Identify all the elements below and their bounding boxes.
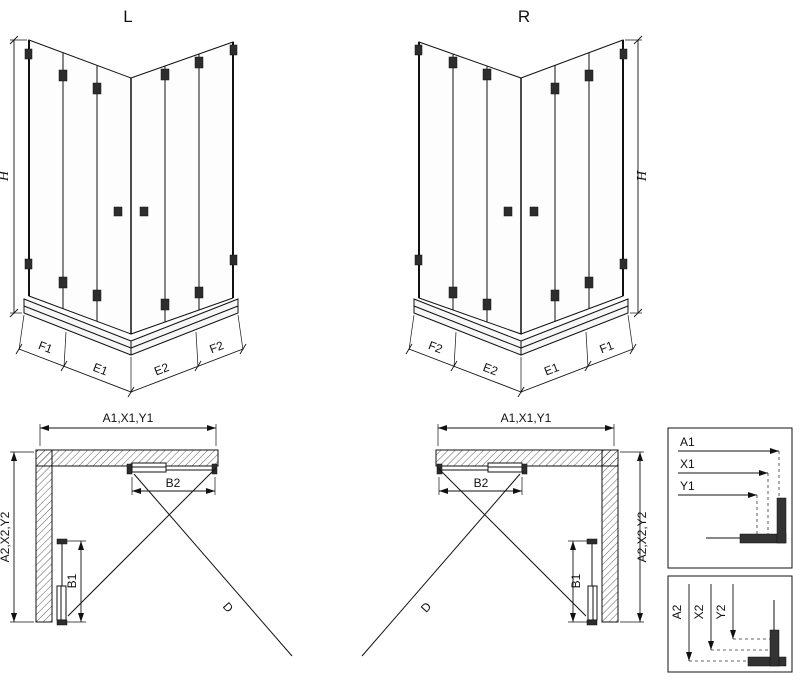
dim-label-B1: B1: [569, 573, 583, 588]
wall-left: [35, 449, 53, 623]
folding-door-side: [56, 538, 68, 626]
inset-border: [667, 427, 793, 569]
dim-label-F2: F2: [208, 338, 226, 356]
dim-label-B2: B2: [166, 476, 181, 490]
shower-tray: [413, 298, 629, 356]
hinges-and-hardware: [414, 44, 628, 311]
door-handle-icon: [503, 206, 513, 217]
wall-right: [601, 449, 619, 623]
dimension-door-side: B1: [65, 540, 86, 623]
hinges-and-hardware: [24, 44, 238, 311]
plan-view-left: A1,X1,Y1 B2 B1: [0, 411, 293, 657]
dim-label-D: D: [220, 599, 236, 615]
inset-label-Y2: Y2: [714, 604, 728, 619]
wall-top: [35, 449, 219, 467]
inset-dim-vertical: A2 X2 Y2: [667, 575, 793, 673]
dim-label-B2: B2: [474, 476, 489, 490]
door-swing-diagonals: D: [67, 467, 293, 657]
door-handle-icon: [529, 206, 539, 217]
iso-view-right: R: [405, 7, 650, 398]
dim-label-F1: F1: [36, 338, 54, 356]
iso-view-left: L: [0, 7, 247, 398]
dim-label-E1: E1: [91, 360, 110, 378]
inset-label-X1: X1: [680, 457, 695, 471]
door-swing-diagonals: D: [361, 467, 587, 657]
dim-label-B1: B1: [65, 573, 79, 588]
dim-label-F2: F2: [426, 338, 444, 356]
dim-label-A2X2Y2: A2,X2,Y2: [0, 511, 12, 562]
dimension-height: H: [0, 35, 27, 318]
dim-label-E2: E2: [481, 360, 500, 378]
dim-label-D: D: [418, 599, 434, 615]
inset-label-A2: A2: [670, 604, 684, 619]
dim-label-E2: E2: [152, 360, 171, 378]
dimension-bottom-right-side: E1 F1: [520, 314, 637, 393]
inset-label-A1: A1: [680, 435, 695, 449]
inset-dim-horizontal: A1 X1 Y1: [667, 427, 793, 569]
dimension-height: H: [625, 35, 650, 318]
profile-corner-detail: [706, 497, 787, 544]
dimension-top-width: A1,X1,Y1: [437, 411, 615, 446]
dim-label-F1: F1: [598, 338, 616, 356]
dimension-bottom-left-side: F2 E2: [405, 314, 525, 398]
dimension-top-width: A1,X1,Y1: [39, 411, 217, 446]
dimension-door-top: B2: [131, 476, 216, 495]
shower-tray: [23, 298, 239, 356]
plan-view-right: A1,X1,Y1 B2 B1: [361, 411, 649, 657]
door-handle-icon: [139, 206, 149, 217]
dim-label-H: H: [635, 170, 650, 182]
inset-label-Y1: Y1: [680, 479, 695, 493]
door-handle-icon: [113, 206, 123, 217]
variant-label-right: R: [518, 7, 530, 26]
dimension-side-depth: A2,X2,Y2: [620, 451, 649, 623]
inset-label-X2: X2: [692, 604, 706, 619]
dimension-door-top: B2: [438, 476, 523, 495]
dimension-bottom-right-side: E2 F2: [130, 314, 247, 393]
dim-label-A1X1Y1: A1,X1,Y1: [501, 411, 552, 425]
profile-corner-detail: [747, 600, 787, 667]
dimension-side-depth: A2,X2,Y2: [0, 451, 34, 623]
glass-walls-right-view: [418, 39, 624, 335]
variant-label-left: L: [123, 7, 132, 26]
glass-walls-left-view: [28, 39, 234, 335]
wall-top: [435, 449, 619, 467]
dim-label-E1: E1: [542, 360, 561, 378]
dimension-bottom-left-side: F1 E1: [15, 314, 135, 398]
dim-label-A1X1Y1: A1,X1,Y1: [103, 411, 154, 425]
dimension-door-side: B1: [568, 540, 587, 623]
dim-label-H: H: [0, 170, 12, 182]
dim-label-A2X2Y2: A2,X2,Y2: [635, 511, 649, 562]
folding-door-side: [586, 538, 598, 626]
